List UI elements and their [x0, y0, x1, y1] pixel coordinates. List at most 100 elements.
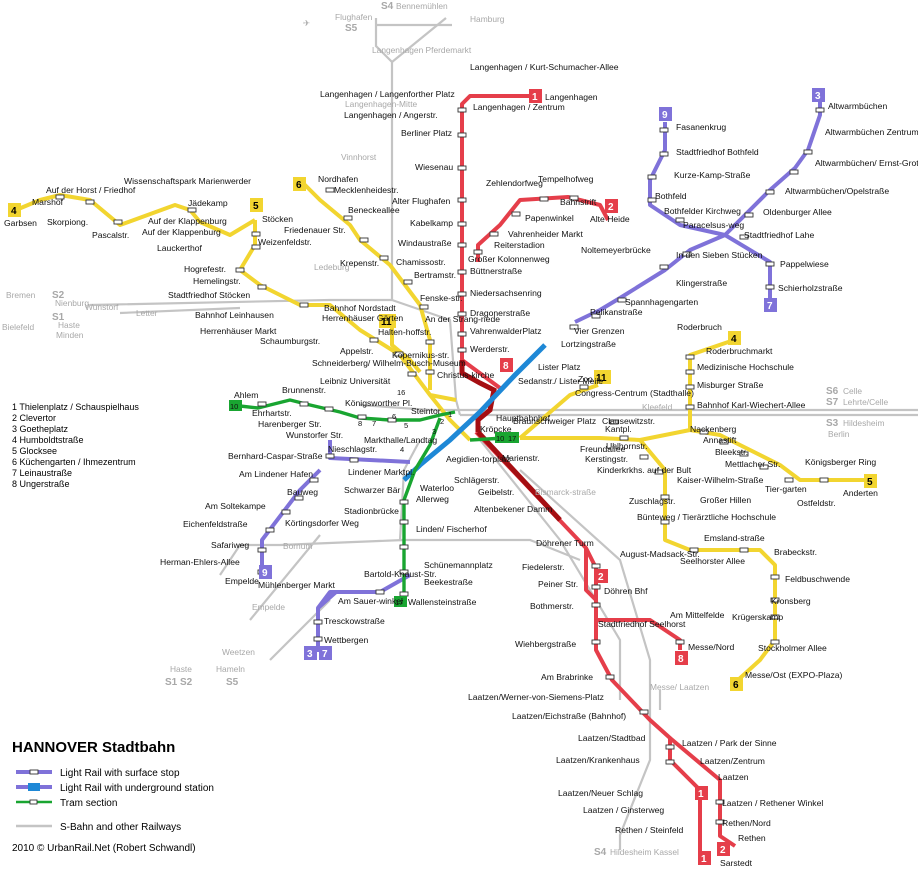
svg-text:Messe/ Laatzen: Messe/ Laatzen — [650, 682, 709, 692]
svg-text:9: 9 — [262, 568, 268, 579]
svg-text:1: 1 — [701, 854, 707, 865]
plane-icon: ✈ — [303, 18, 310, 28]
svg-text:Peiner Str.: Peiner Str. — [538, 579, 578, 589]
svg-text:Ledeburg: Ledeburg — [314, 262, 350, 272]
badge-line-2-dohren: 2 — [595, 569, 608, 583]
svg-text:Christus-kirche: Christus-kirche — [437, 370, 495, 380]
svg-text:VahrenwalderPlatz: VahrenwalderPlatz — [470, 326, 542, 336]
svg-text:Haste: Haste — [170, 664, 192, 674]
svg-text:Büttnerstraße: Büttnerstraße — [470, 266, 522, 276]
svg-text:Dragonerstraße: Dragonerstraße — [470, 308, 530, 318]
svg-text:Pelikanstraße: Pelikanstraße — [590, 307, 643, 317]
svg-text:Flughafen: Flughafen — [335, 12, 373, 22]
svg-text:Bartold-Knaust-Str.: Bartold-Knaust-Str. — [364, 569, 437, 579]
svg-text:Hogrefestr.: Hogrefestr. — [184, 264, 226, 274]
svg-text:Uhlhornstr.: Uhlhornstr. — [606, 441, 648, 451]
svg-text:8 Ungerstraße: 8 Ungerstraße — [12, 479, 70, 489]
svg-text:7: 7 — [372, 419, 376, 428]
svg-text:Niedersachsenring: Niedersachsenring — [470, 288, 542, 298]
badge-line-3-altwarmbuchen: 3 — [812, 88, 825, 102]
svg-text:1: 1 — [698, 789, 704, 800]
svg-text:Königsberger Ring: Königsberger Ring — [805, 457, 876, 467]
svg-text:Braunschweiger Platz: Braunschweiger Platz — [513, 416, 596, 426]
svg-text:S4: S4 — [381, 1, 394, 12]
svg-text:11: 11 — [381, 317, 392, 328]
svg-text:Zehlendorfweg: Zehlendorfweg — [486, 178, 543, 188]
svg-text:Roderbruch: Roderbruch — [677, 322, 722, 332]
svg-text:Klingerstraße: Klingerstraße — [676, 278, 727, 288]
badge-line-2-rethen: 2 — [717, 842, 730, 856]
svg-text:Am Lindener Hafen: Am Lindener Hafen — [239, 469, 313, 479]
badge-line-10-hbf: 10 — [495, 432, 507, 443]
svg-text:Chamissostr.: Chamissostr. — [396, 257, 446, 267]
svg-text:3 Goetheplatz: 3 Goetheplatz — [12, 424, 69, 434]
svg-text:4: 4 — [731, 334, 737, 345]
svg-text:S4: S4 — [594, 847, 607, 858]
svg-text:S2: S2 — [52, 290, 65, 301]
badge-line-17-wallenstein: 17 — [394, 596, 407, 607]
badge-line-8-messe-nord: 8 — [675, 651, 688, 665]
svg-text:Altwarmbüchen/ Ernst-Grote-Str: Altwarmbüchen/ Ernst-Grote-Straße — [815, 158, 918, 168]
svg-text:2: 2 — [440, 417, 444, 426]
line-blue-trunk — [402, 343, 547, 482]
svg-text:Stadtfriedhof Seelhorst: Stadtfriedhof Seelhorst — [598, 619, 686, 629]
svg-text:Krepenstr.: Krepenstr. — [340, 258, 379, 268]
svg-text:Kurze-Kamp-Straße: Kurze-Kamp-Straße — [674, 170, 751, 180]
svg-text:Brabeckstr.: Brabeckstr. — [774, 547, 817, 557]
svg-text:Bothmerstr.: Bothmerstr. — [530, 601, 574, 611]
svg-text:Döhrener Turm: Döhrener Turm — [536, 538, 594, 548]
svg-text:Alte Heide: Alte Heide — [590, 214, 630, 224]
svg-text:Königsworther Pl.: Königsworther Pl. — [345, 398, 412, 408]
svg-text:3: 3 — [307, 649, 313, 660]
svg-text:Brunnenstr.: Brunnenstr. — [282, 385, 326, 395]
svg-text:Nordhafen: Nordhafen — [318, 174, 358, 184]
svg-text:Stockholmer Allee: Stockholmer Allee — [758, 643, 827, 653]
svg-text:Linden/ Fischerhof: Linden/ Fischerhof — [416, 524, 487, 534]
svg-text:Krügerskamp: Krügerskamp — [732, 612, 783, 622]
svg-text:S7: S7 — [826, 397, 839, 408]
svg-text:Altwarmbüchen Zentrum: Altwarmbüchen Zentrum — [825, 127, 918, 137]
svg-text:Altwarmbüchen: Altwarmbüchen — [828, 101, 887, 111]
svg-text:August-Madsack-Str.: August-Madsack-Str. — [620, 549, 700, 559]
badge-line-1-langenhagen: 1 — [529, 89, 542, 103]
svg-text:Appelstr.: Appelstr. — [340, 346, 373, 356]
svg-text:Vinnhorst: Vinnhorst — [341, 152, 377, 162]
svg-text:Laatzen/Werner-von-Siemens-Pla: Laatzen/Werner-von-Siemens-Platz — [468, 692, 604, 702]
svg-text:Bernhard-Caspar-Straße: Bernhard-Caspar-Straße — [228, 451, 323, 461]
svg-text:11: 11 — [596, 373, 607, 384]
svg-text:Geibelstr.: Geibelstr. — [478, 487, 514, 497]
svg-text:Marshof: Marshof — [32, 197, 64, 207]
svg-text:4: 4 — [400, 445, 404, 454]
svg-text:Am Mittelfelde: Am Mittelfelde — [670, 610, 725, 620]
badge-line-11-zoo: 11 — [594, 370, 611, 384]
badge-line-5-anderten: 5 — [864, 474, 877, 488]
svg-text:Langenhagen / Zentrum: Langenhagen / Zentrum — [473, 102, 565, 112]
svg-text:Wunstorf: Wunstorf — [85, 302, 119, 312]
svg-text:Fenske-str.: Fenske-str. — [420, 293, 463, 303]
badge-line-4-roderbruch: 4 — [728, 331, 741, 345]
svg-text:Stadtfriedhof Stöcken: Stadtfriedhof Stöcken — [168, 290, 250, 300]
svg-text:5 Glocksee: 5 Glocksee — [12, 446, 57, 456]
svg-text:Kaiser-Wilhelm-Straße: Kaiser-Wilhelm-Straße — [677, 475, 764, 485]
svg-text:Allerweg: Allerweg — [416, 494, 449, 504]
svg-text:Tier-garten: Tier-garten — [765, 484, 807, 494]
legend: HANNOVER Stadtbahn Light Rail with surfa… — [12, 739, 214, 854]
svg-text:Kröpcke: Kröpcke — [480, 424, 512, 434]
stops — [55, 107, 829, 825]
svg-text:Roderbruchmarkt: Roderbruchmarkt — [706, 346, 773, 356]
svg-text:In den Sieben Stücken: In den Sieben Stücken — [676, 250, 763, 260]
svg-text:Kantpl.: Kantpl. — [605, 424, 632, 434]
svg-text:S1 S2: S1 S2 — [165, 677, 193, 688]
svg-text:Herrenhäuser Gärten: Herrenhäuser Gärten — [322, 313, 403, 323]
svg-text:Stadtfriedhof Bothfeld: Stadtfriedhof Bothfeld — [676, 147, 759, 157]
svg-text:5: 5 — [253, 201, 259, 212]
svg-text:Nieschlagstr.: Nieschlagstr. — [328, 444, 377, 454]
svg-text:Pappelwiese: Pappelwiese — [780, 259, 829, 269]
svg-text:10: 10 — [496, 434, 504, 443]
svg-text:Mecklenheidestr.: Mecklenheidestr. — [334, 185, 399, 195]
svg-text:Schwarzer Bär: Schwarzer Bär — [344, 485, 400, 495]
svg-text:Bleekstr.: Bleekstr. — [715, 447, 748, 457]
badge-line-7-wettbergen: 7 — [319, 646, 332, 660]
tunnel-ramp-numbers: 16 1 2 3 4 5 6 7 8 — [358, 388, 452, 454]
svg-text:Laatzen: Laatzen — [718, 772, 749, 782]
